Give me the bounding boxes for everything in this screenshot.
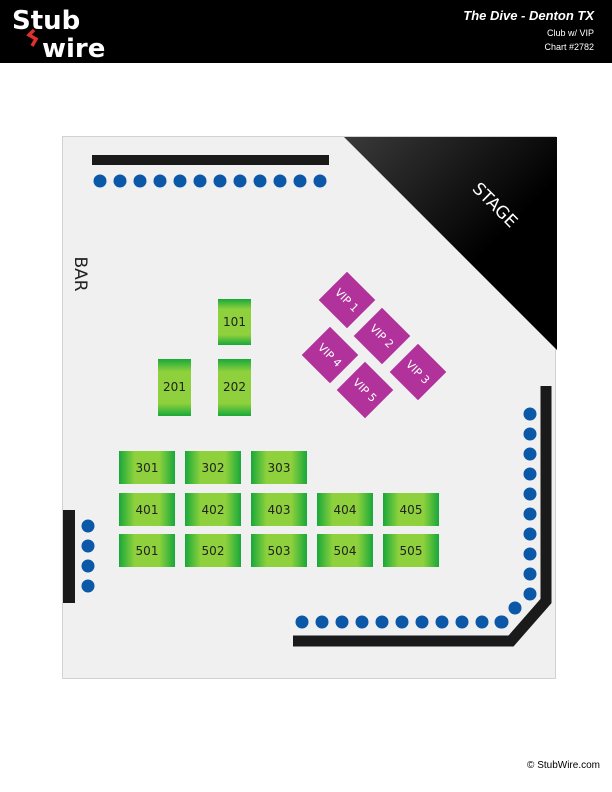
seat-dot[interactable] xyxy=(495,615,509,629)
seat-dot[interactable] xyxy=(81,539,95,553)
section-202[interactable]: 202 xyxy=(218,359,251,416)
section-label: 501 xyxy=(136,544,159,558)
section-101[interactable]: 101 xyxy=(218,299,251,345)
section-label: 303 xyxy=(268,461,291,475)
bar-label: BAR xyxy=(70,256,90,291)
section-label: 401 xyxy=(136,503,159,517)
seat-dot[interactable] xyxy=(253,174,267,188)
logo-text-bottom: wire xyxy=(42,34,105,60)
seat-dot[interactable] xyxy=(335,615,349,629)
seat-row-top xyxy=(93,174,327,188)
section-405[interactable]: 405 xyxy=(383,493,439,526)
seat-dot[interactable] xyxy=(81,579,95,593)
seat-dot[interactable] xyxy=(455,615,469,629)
seat-dot[interactable] xyxy=(508,601,522,615)
section-501[interactable]: 501 xyxy=(119,534,175,567)
seat-dot[interactable] xyxy=(153,174,167,188)
section-302[interactable]: 302 xyxy=(185,451,241,484)
section-201[interactable]: 201 xyxy=(158,359,191,416)
seat-dot[interactable] xyxy=(395,615,409,629)
section-label: 201 xyxy=(163,380,186,394)
seating-map: STAGE BAR 101 201 202 301 302 303 401 40… xyxy=(63,137,557,647)
seat-dot[interactable] xyxy=(81,519,95,533)
seat-dot[interactable] xyxy=(523,567,537,581)
section-label: 405 xyxy=(400,503,423,517)
section-label: 404 xyxy=(334,503,357,517)
section-label: 505 xyxy=(400,544,423,558)
seat-dot[interactable] xyxy=(475,615,489,629)
seat-row-right xyxy=(494,407,537,629)
venue-subtitle: Club w/ VIP xyxy=(546,28,594,38)
stubwire-logo[interactable]: Stub wire xyxy=(12,4,122,60)
lightning-icon xyxy=(26,28,39,47)
seat-dot[interactable] xyxy=(523,587,537,601)
section-502[interactable]: 502 xyxy=(185,534,241,567)
section-504[interactable]: 504 xyxy=(317,534,373,567)
vip-4[interactable]: VIP 4 xyxy=(301,326,359,384)
seat-dot[interactable] xyxy=(523,487,537,501)
seat-dot[interactable] xyxy=(295,615,309,629)
seat-dot[interactable] xyxy=(523,427,537,441)
section-label: 503 xyxy=(268,544,291,558)
venue-floor: STAGE BAR 101 201 202 301 302 303 401 40… xyxy=(62,136,557,679)
copyright-text: © StubWire.com xyxy=(527,760,600,771)
vip-5[interactable]: VIP 5 xyxy=(336,361,394,419)
logo-text-top: Stub xyxy=(12,6,80,36)
seat-dot[interactable] xyxy=(193,174,207,188)
rail-top xyxy=(92,155,329,165)
section-402[interactable]: 402 xyxy=(185,493,241,526)
seat-dot[interactable] xyxy=(523,507,537,521)
section-301[interactable]: 301 xyxy=(119,451,175,484)
section-label: 202 xyxy=(223,380,246,394)
venue-title: The Dive - Denton TX xyxy=(463,8,594,23)
seat-dot[interactable] xyxy=(293,174,307,188)
section-label: 402 xyxy=(202,503,225,517)
seat-dot[interactable] xyxy=(523,407,537,421)
seat-dot[interactable] xyxy=(523,527,537,541)
seat-dot[interactable] xyxy=(81,559,95,573)
section-label: 504 xyxy=(334,544,357,558)
seat-dot[interactable] xyxy=(173,174,187,188)
seat-dot[interactable] xyxy=(315,615,329,629)
seat-dot[interactable] xyxy=(415,615,429,629)
section-503[interactable]: 503 xyxy=(251,534,307,567)
section-401[interactable]: 401 xyxy=(119,493,175,526)
stage xyxy=(344,137,557,350)
section-404[interactable]: 404 xyxy=(317,493,373,526)
rail-bottom-right xyxy=(293,386,552,647)
seat-dot[interactable] xyxy=(523,447,537,461)
vip-2[interactable]: VIP 2 xyxy=(353,307,411,365)
seat-dot[interactable] xyxy=(375,615,389,629)
seat-dot[interactable] xyxy=(93,174,107,188)
vip-3[interactable]: VIP 3 xyxy=(389,343,447,401)
seat-dot[interactable] xyxy=(523,467,537,481)
chart-number: Chart #2782 xyxy=(544,42,594,52)
seat-dot[interactable] xyxy=(233,174,247,188)
seat-dot[interactable] xyxy=(213,174,227,188)
seat-dot[interactable] xyxy=(435,615,449,629)
seat-dot[interactable] xyxy=(355,615,369,629)
seat-row-bottom xyxy=(295,615,509,629)
vip-1[interactable]: VIP 1 xyxy=(318,271,376,329)
section-403[interactable]: 403 xyxy=(251,493,307,526)
seat-dot[interactable] xyxy=(273,174,287,188)
seat-dot[interactable] xyxy=(523,547,537,561)
seat-dot[interactable] xyxy=(113,174,127,188)
section-505[interactable]: 505 xyxy=(383,534,439,567)
seat-dot[interactable] xyxy=(313,174,327,188)
section-label: 101 xyxy=(223,315,246,329)
rail-left xyxy=(63,510,75,603)
section-label: 403 xyxy=(268,503,291,517)
section-label: 502 xyxy=(202,544,225,558)
section-label: 301 xyxy=(136,461,159,475)
seat-row-left xyxy=(81,519,95,593)
header-bar: Stub wire The Dive - Denton TX Club w/ V… xyxy=(0,0,612,63)
seat-dot[interactable] xyxy=(133,174,147,188)
section-303[interactable]: 303 xyxy=(251,451,307,484)
section-label: 302 xyxy=(202,461,225,475)
